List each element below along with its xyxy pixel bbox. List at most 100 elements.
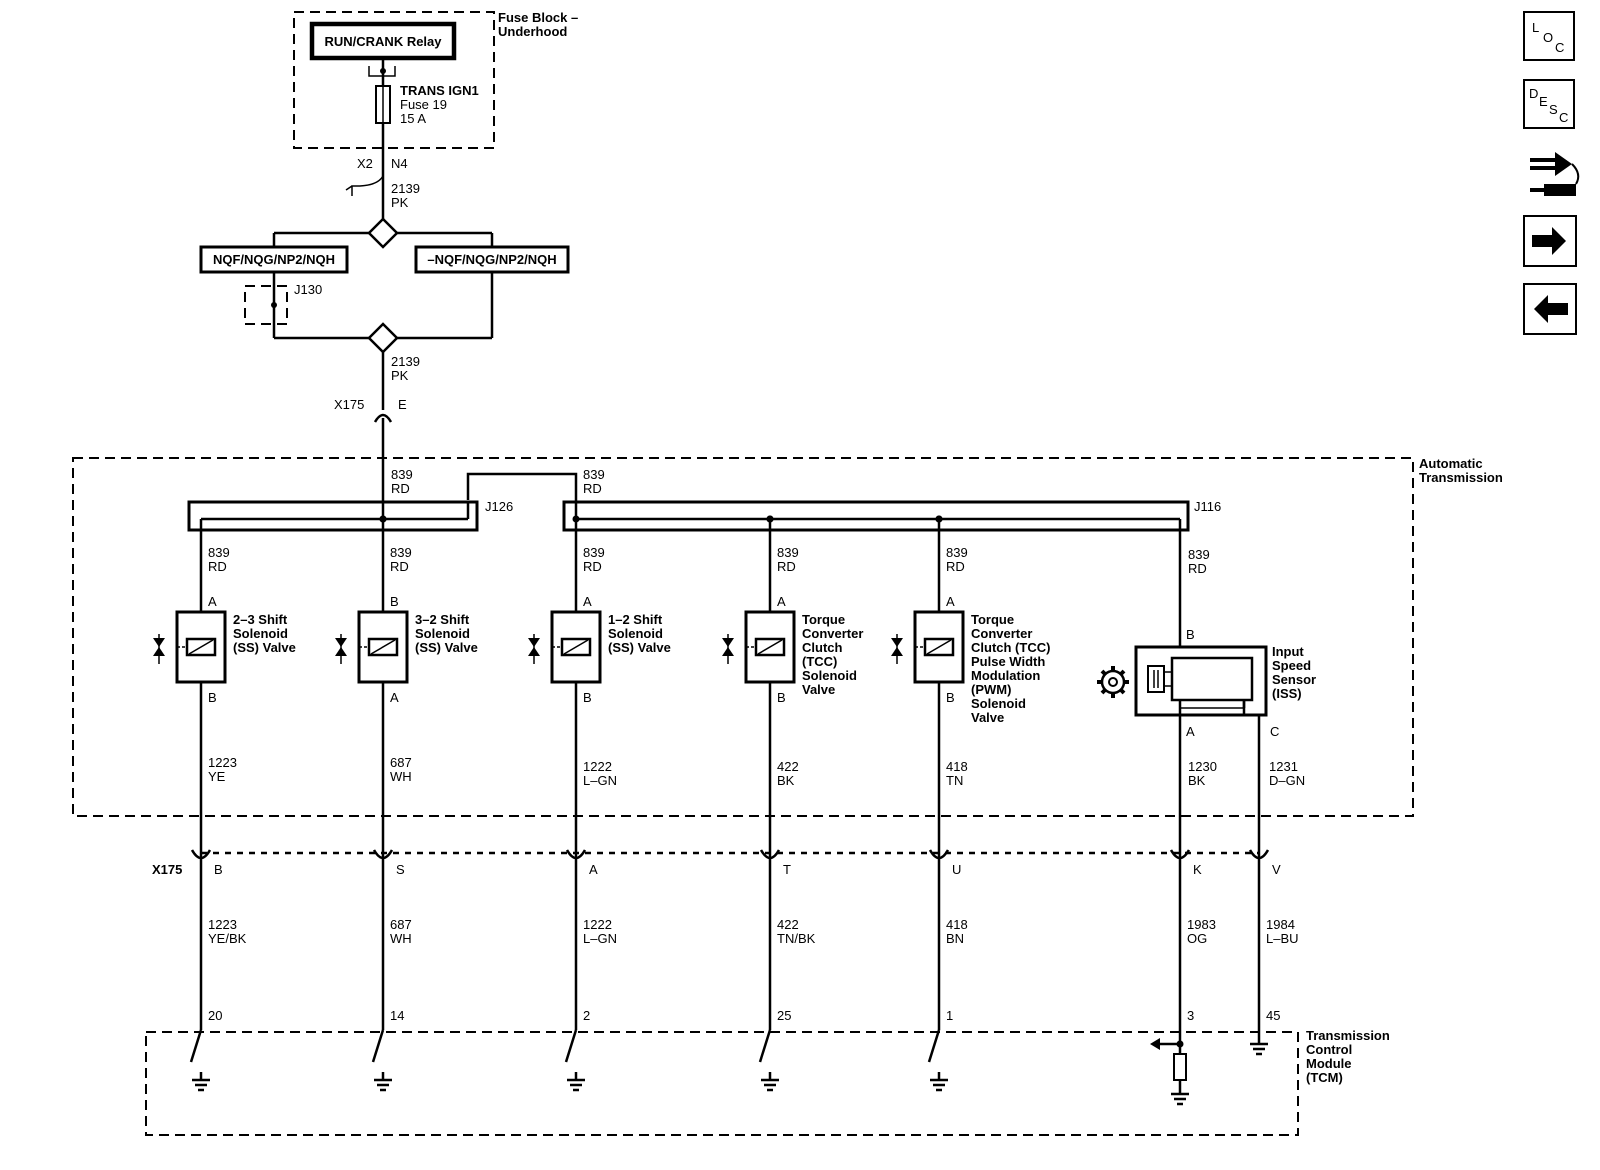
connector-x175-top-label: X175 (334, 397, 364, 412)
wire2-color: PK (391, 368, 409, 383)
solenoid-name-line: (SS) Valve (415, 640, 478, 655)
fuse-block-title-2: Underhood (498, 24, 567, 39)
solenoid-name-line: Valve (802, 682, 835, 697)
harness-connector-x175: X175 (152, 851, 1259, 877)
splice-pack-j116 (562, 500, 1190, 532)
solenoid-feed-circuit: 839 (390, 545, 412, 560)
driver-switch (927, 1029, 941, 1063)
solenoid-bottom-pin: B (777, 690, 786, 705)
ground-icon (1171, 1092, 1189, 1106)
connector-view-button[interactable] (1530, 152, 1580, 196)
solenoid-name-line: Valve (971, 710, 1004, 725)
valve-icon (891, 634, 903, 664)
solenoid-feed-color: RD (208, 559, 227, 574)
transmission-title-2: Transmission (1419, 470, 1503, 485)
fuse-block-underhood: Fuse Block – Underhood RUN/CRANK Relay T… (293, 10, 578, 149)
ground-icon (192, 1078, 210, 1092)
valve-icon (153, 634, 165, 664)
splice-j116-label: J116 (1194, 499, 1221, 514)
x175-pin-e-symbol (373, 413, 393, 423)
lower-wire-circuit: 687 (390, 917, 412, 932)
lower-wire-color: L–GN (583, 931, 617, 946)
desc-letter-c: C (1559, 110, 1568, 125)
lower-wire-circuit: 418 (946, 917, 968, 932)
solenoid-name-line: Torque (971, 612, 1014, 627)
solenoid-name-line: Modulation (971, 668, 1040, 683)
next-page-button[interactable] (1523, 215, 1577, 267)
splice-pack-j126 (187, 500, 479, 532)
tcm-pin-label: 3 (1187, 1008, 1194, 1023)
lower-wire-circuit: 1984 (1266, 917, 1295, 932)
solenoid-name-line: Solenoid (233, 626, 288, 641)
valve-icon (722, 634, 734, 664)
tcm-pin-label: 25 (777, 1008, 791, 1023)
description-button[interactable]: D E S C (1523, 79, 1575, 129)
ground-icon (567, 1078, 585, 1092)
trunk-right-color: RD (583, 481, 602, 496)
transmission-title-1: Automatic (1419, 456, 1483, 471)
solenoid-feed-circuit: 839 (946, 545, 968, 560)
solenoid-name-line: 1–2 Shift (608, 612, 663, 627)
fuse-number: Fuse 19 (400, 97, 447, 112)
solenoid-out-color: BK (777, 773, 795, 788)
solenoid-out-circuit: 422 (777, 759, 799, 774)
iss-name-3: Sensor (1272, 672, 1316, 687)
iss-name-2: Speed (1272, 658, 1311, 673)
x2-branch-stub (345, 175, 384, 196)
solenoid-feed-circuit: 839 (583, 545, 605, 560)
jumper-j130 (244, 285, 288, 325)
x175-pin-label: K (1193, 862, 1202, 877)
ignition-feed: X2 N4 2139 PK NQF/NQG/NP2/NQH –NQF/NQG/N… (199, 123, 570, 520)
loc-letter-c: C (1555, 40, 1564, 55)
solenoid-feed-color: RD (583, 559, 602, 574)
fuse-name: TRANS IGN1 (400, 83, 479, 98)
solenoid-out-color: TN (946, 773, 963, 788)
connector-x2-label: X2 (357, 156, 373, 171)
ground-icon (761, 1078, 779, 1092)
driver-switch (189, 1029, 203, 1063)
splice-junction-dot (379, 515, 387, 523)
wire1-circuit: 2139 (391, 181, 420, 196)
solenoid-out-color: YE (208, 769, 226, 784)
tcm-pin-label: 14 (390, 1008, 404, 1023)
tcm-pin-label: 20 (208, 1008, 222, 1023)
previous-page-button[interactable] (1523, 283, 1577, 335)
solenoid-name-line: Solenoid (971, 696, 1026, 711)
trunk-left-circuit: 839 (391, 467, 413, 482)
iss-pin-c: C (1270, 724, 1279, 739)
iss-pin-a: A (1186, 724, 1195, 739)
tcm-boundary (145, 1031, 1299, 1136)
iss-name-1: Input (1272, 644, 1304, 659)
solenoid-out-circuit: 687 (390, 755, 412, 770)
input-speed-sensor: 839 RD B A (1097, 519, 1316, 858)
fuse-block-boundary (293, 11, 495, 149)
solenoid-name-line: Converter (971, 626, 1032, 641)
tcm-pin-label: 2 (583, 1008, 590, 1023)
pin-e-label: E (398, 397, 407, 412)
valve-icon (335, 634, 347, 664)
connector-icon (1530, 152, 1580, 196)
arrow-left-icon (1534, 295, 1568, 323)
lower-wire-color: OG (1187, 931, 1207, 946)
iss-magnet (1147, 665, 1165, 693)
solenoid-name-line: (TCC) (802, 654, 837, 669)
tcm-title-3: Module (1306, 1056, 1352, 1071)
solenoid-feed-circuit: 839 (208, 545, 230, 560)
location-button[interactable]: L O C (1523, 11, 1575, 61)
solenoid-feed-color: RD (390, 559, 409, 574)
x175-pin-label: A (589, 862, 598, 877)
solenoid-out-circuit: 1223 (208, 755, 237, 770)
solenoid-top-pin: A (208, 594, 217, 609)
iss-out-a-color: BK (1188, 773, 1206, 788)
iss-out-c-circuit: 1231 (1269, 759, 1298, 774)
solenoid-out-circuit: 1222 (583, 759, 612, 774)
